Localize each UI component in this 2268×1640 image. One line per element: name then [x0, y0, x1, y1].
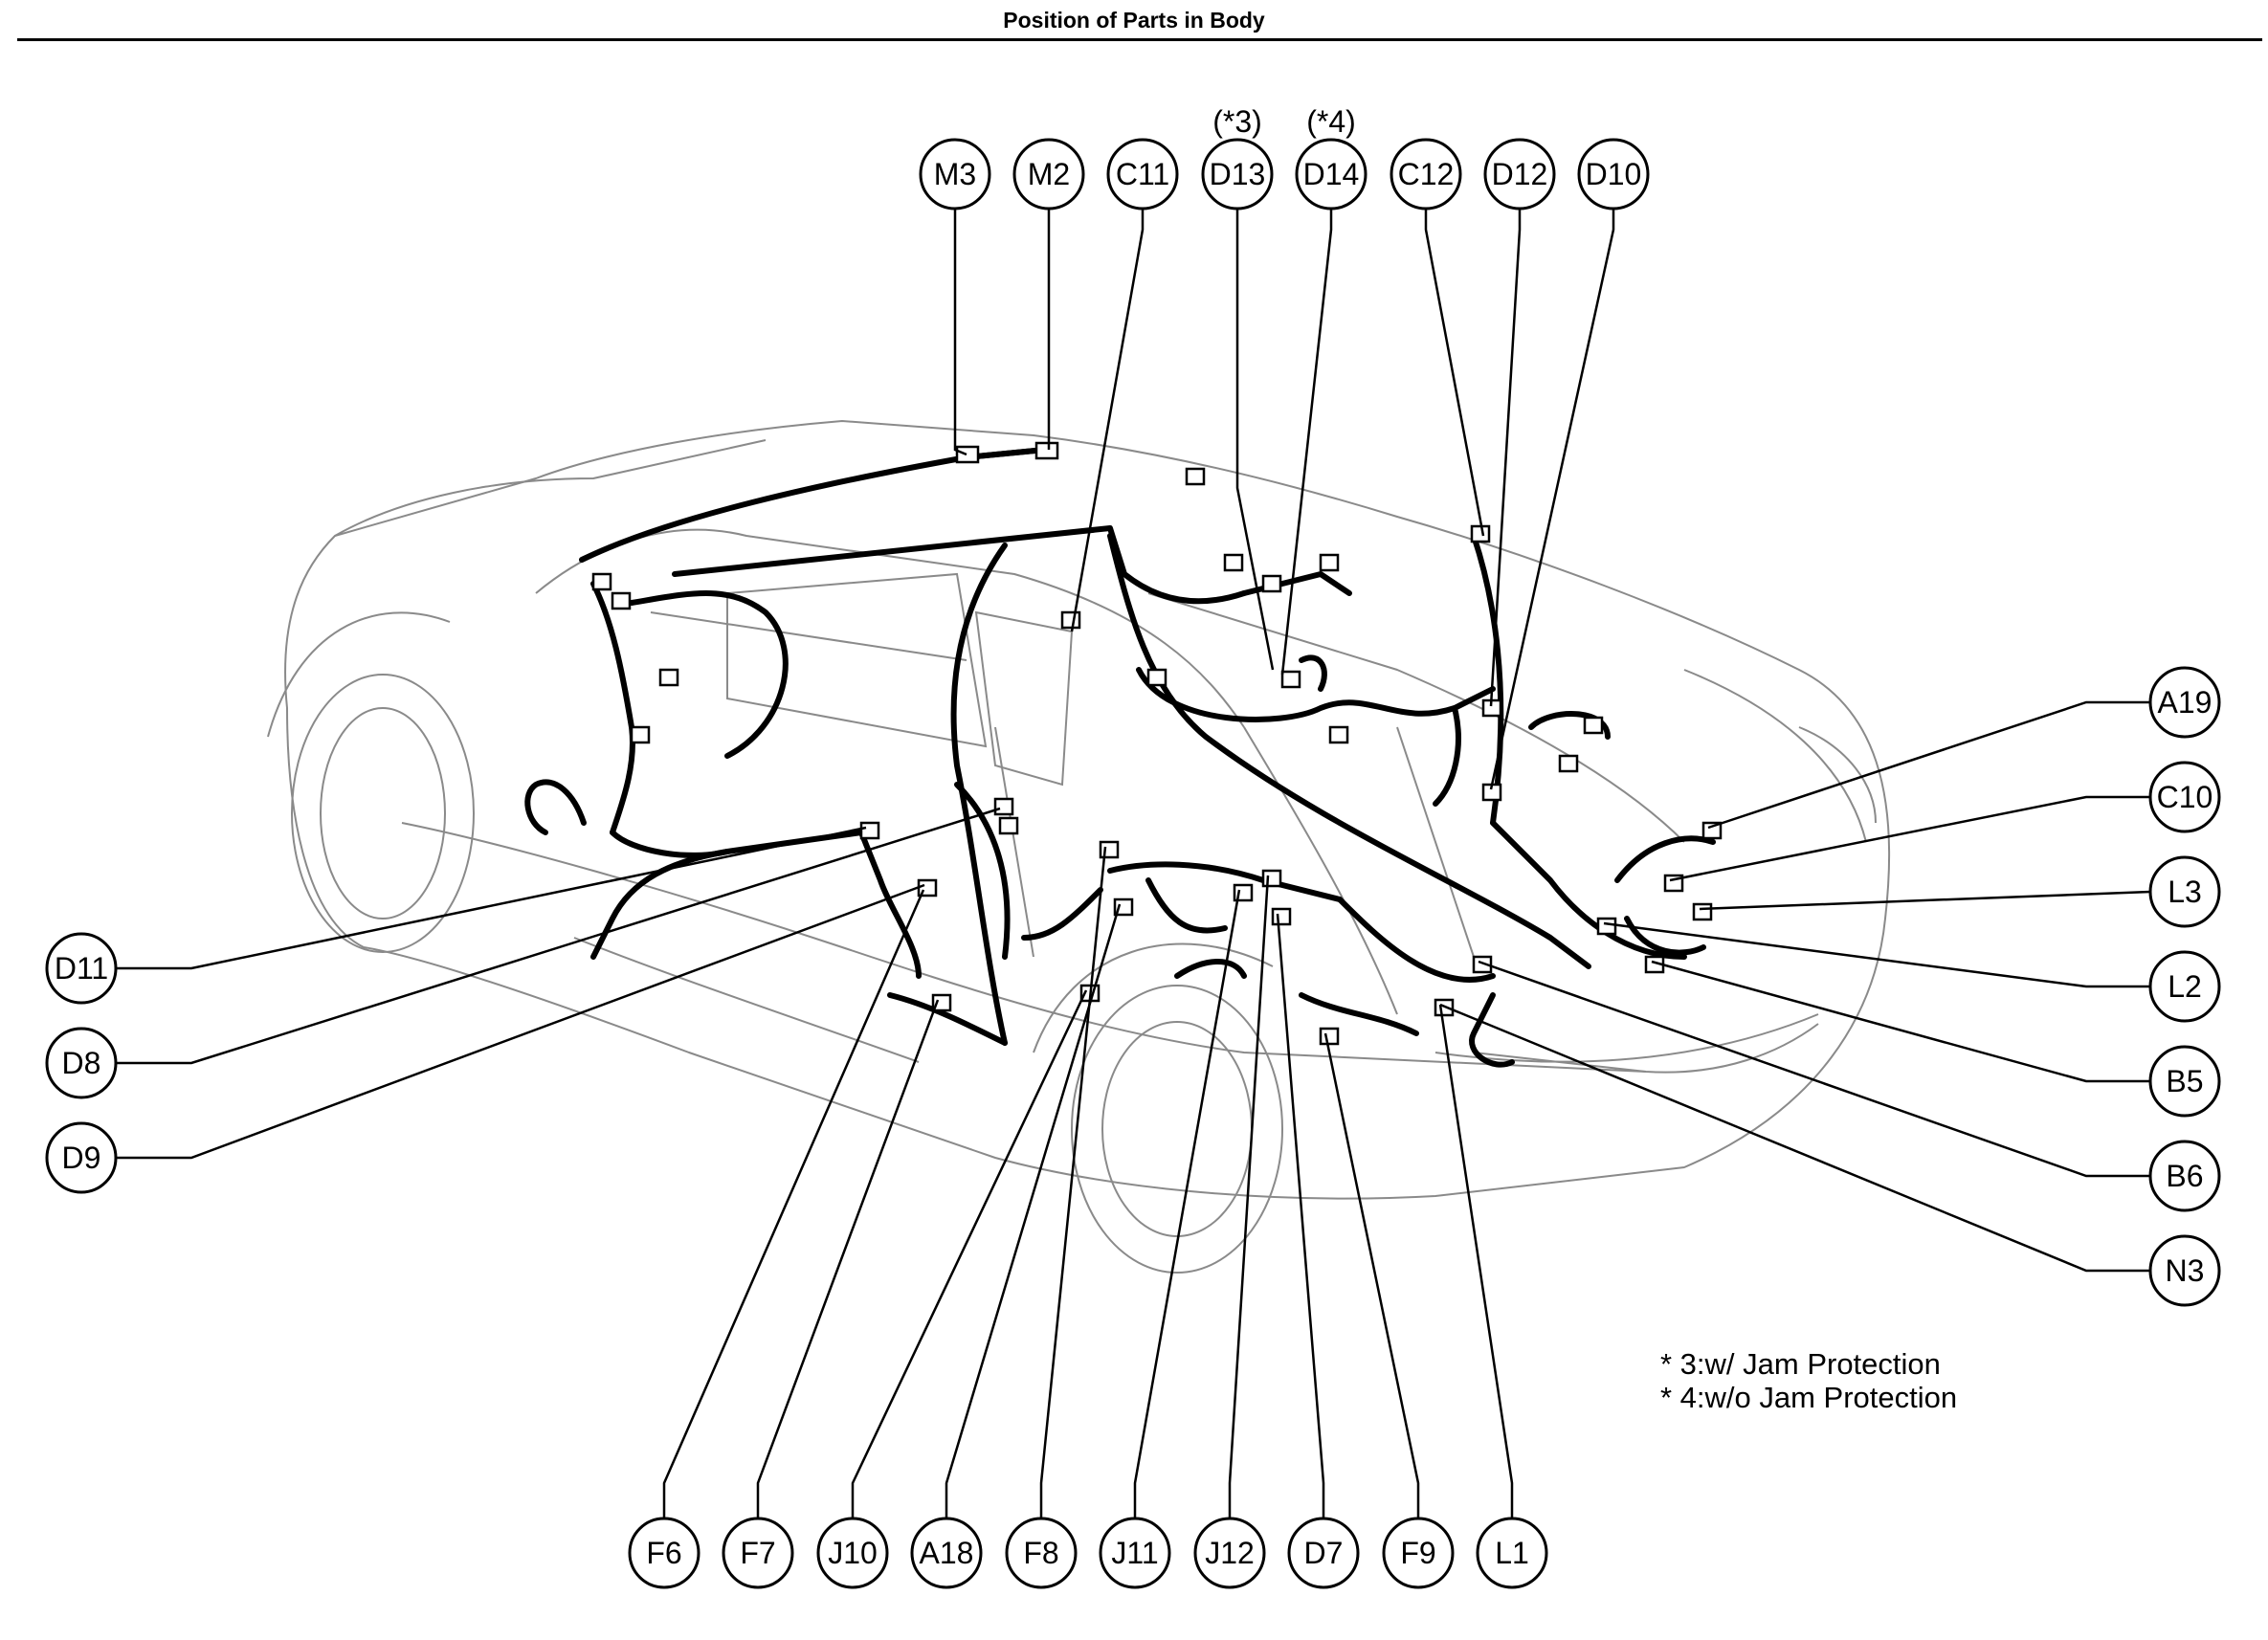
callout-qualifier: (*4)	[1306, 104, 1356, 139]
callout-D10: D10	[1577, 138, 1650, 211]
connectors	[591, 441, 1723, 1046]
callout-C10: C10	[2148, 761, 2221, 833]
callout-label: A18	[920, 1536, 974, 1570]
callout-label: F6	[646, 1536, 681, 1570]
callout-M2: M2	[1012, 138, 1085, 211]
callout-label: F8	[1023, 1536, 1058, 1570]
wire-harness	[524, 447, 1716, 1068]
callout-label: J11	[1111, 1536, 1158, 1570]
callout-label: B5	[2166, 1064, 2203, 1098]
callout-D12: D12	[1483, 138, 1556, 211]
callout-D13: (*3) D13	[1201, 104, 1274, 211]
callout-L2: L2	[2148, 950, 2221, 1023]
callout-N3: N3	[2148, 1234, 2221, 1307]
callout-label: D10	[1586, 157, 1642, 191]
callout-label: C12	[1398, 157, 1455, 191]
callout-D9: D9	[45, 1121, 118, 1194]
callout-B5: B5	[2148, 1045, 2221, 1118]
callout-label: A19	[2158, 685, 2212, 720]
callout-label: D14	[1303, 157, 1360, 191]
callout-J12: J12	[1193, 1517, 1266, 1589]
callout-label: M3	[934, 157, 976, 191]
callout-label: M2	[1028, 157, 1070, 191]
callout-D11: D11	[45, 932, 118, 1005]
callout-M3: M3	[919, 138, 991, 211]
callout-label: D13	[1210, 157, 1266, 191]
callout-A19: A19	[2148, 666, 2221, 739]
callout-label: F7	[740, 1536, 775, 1570]
callout-C12: C12	[1390, 138, 1462, 211]
callouts: M3 M2 C11 (*3) D13 (*4) D14 C12 D12	[45, 104, 2221, 1589]
callout-label: F9	[1400, 1536, 1435, 1570]
callout-label: C10	[2157, 780, 2213, 814]
callout-J10: J10	[816, 1517, 889, 1589]
callout-qualifier: (*3)	[1212, 104, 1262, 139]
callout-B6: B6	[2148, 1140, 2221, 1212]
callout-F8: F8	[1005, 1517, 1078, 1589]
callout-label: D9	[62, 1141, 101, 1175]
callout-label: D12	[1492, 157, 1548, 191]
callout-F7: F7	[722, 1517, 794, 1589]
callout-A18: A18	[910, 1517, 983, 1589]
callout-label: L2	[2168, 969, 2202, 1004]
callout-D7: D7	[1287, 1517, 1360, 1589]
leader-lines	[116, 208, 2151, 1518]
car-body-outline	[267, 419, 1891, 1274]
callout-label: L1	[1495, 1536, 1529, 1570]
callout-label: J10	[828, 1536, 878, 1570]
callout-D8: D8	[45, 1027, 118, 1099]
title-rule	[17, 38, 2262, 41]
callout-label: L3	[2168, 875, 2202, 909]
page-title: Position of Parts in Body	[1003, 8, 1265, 33]
callout-label: N3	[2166, 1253, 2205, 1288]
callout-label: B6	[2166, 1159, 2203, 1193]
callout-D14: (*4) D14	[1295, 104, 1367, 211]
callout-label: D8	[62, 1046, 101, 1080]
footnote-jam-protection: * 3:w/ Jam Protection	[1660, 1347, 1941, 1381]
callout-L3: L3	[2148, 855, 2221, 928]
callout-label: C11	[1116, 157, 1169, 191]
callout-label: D7	[1304, 1536, 1344, 1570]
callout-F9: F9	[1382, 1517, 1455, 1589]
callout-label: D11	[55, 951, 108, 986]
callout-C11: C11	[1106, 138, 1179, 211]
callout-L1: L1	[1476, 1517, 1548, 1589]
callout-F6: F6	[628, 1517, 700, 1589]
callout-label: J12	[1205, 1536, 1255, 1570]
footnote-no-jam-protection: * 4:w/o Jam Protection	[1660, 1381, 1958, 1414]
callout-J11: J11	[1099, 1517, 1171, 1589]
